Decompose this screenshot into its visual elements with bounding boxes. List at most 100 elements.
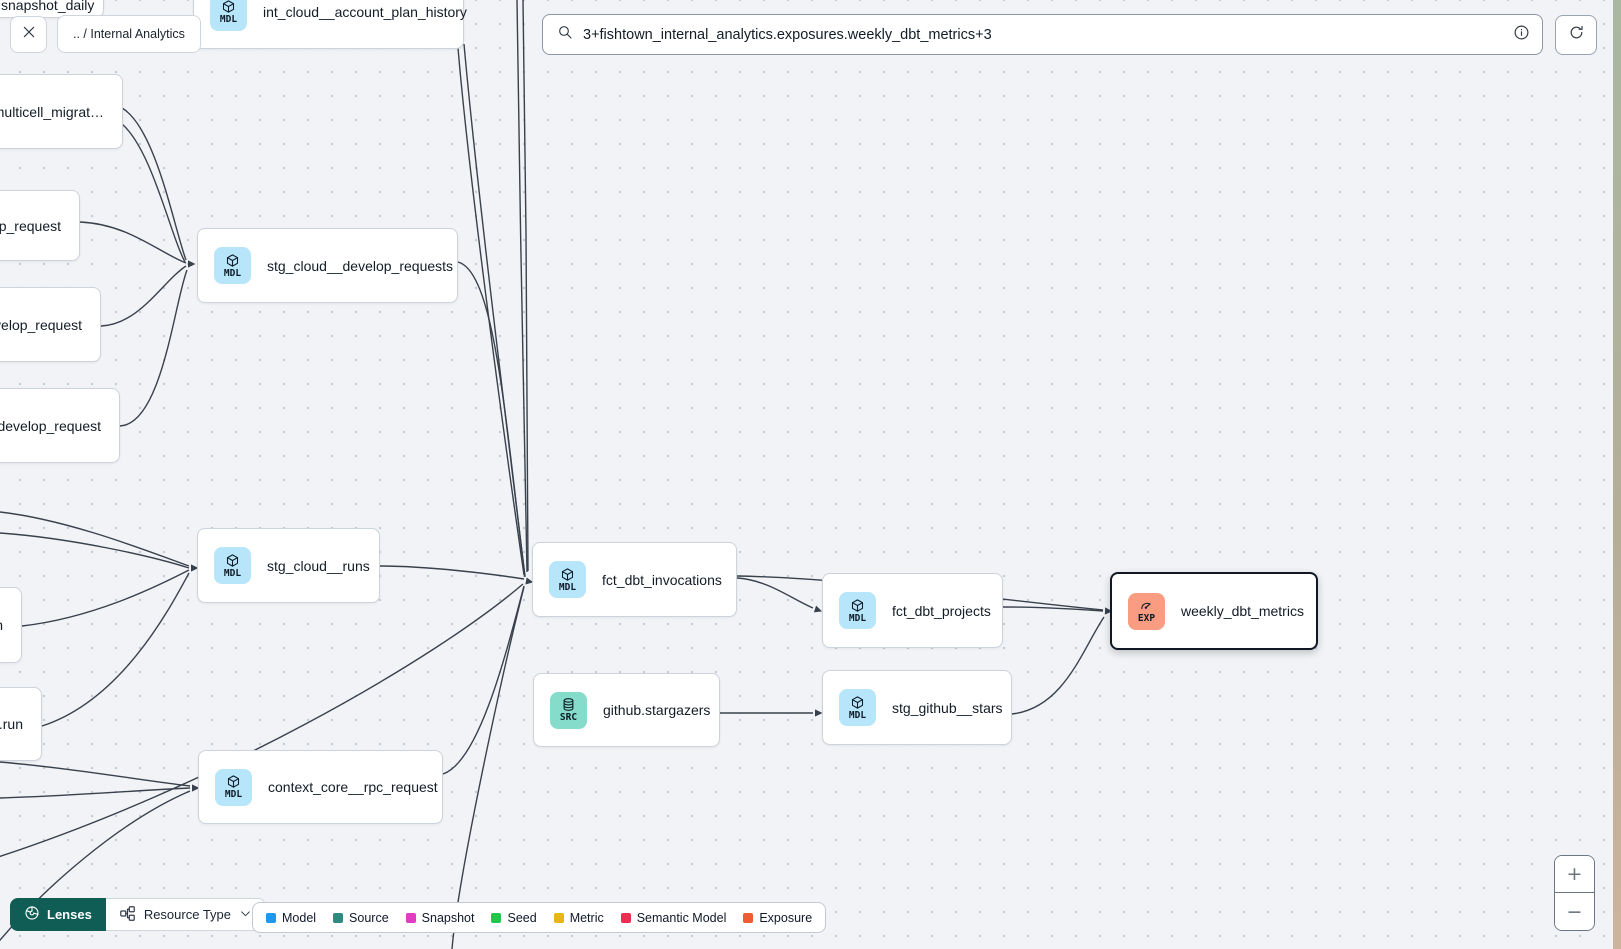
node-label: github.stargazers <box>603 702 711 718</box>
close-icon <box>21 24 37 45</box>
zoom-out-button[interactable]: − <box>1555 893 1594 930</box>
node-label: multicell_migrat… <box>0 103 104 120</box>
resource-type-button[interactable]: Resource Type <box>105 898 267 931</box>
graph-node-op_request[interactable]: op_request <box>0 190 80 261</box>
schema-icon <box>119 905 136 925</box>
search-input[interactable] <box>583 26 1503 43</box>
refresh-icon <box>1568 24 1585 46</box>
lineage-edge <box>457 261 526 577</box>
chevron-down-icon <box>239 907 252 923</box>
graph-node-velop_request[interactable]: velop_request <box>0 287 101 362</box>
lineage-edge <box>0 787 191 799</box>
lineage-edge <box>442 585 525 775</box>
legend-label: Metric <box>569 910 604 925</box>
graph-node-stg_github__stars[interactable]: MDL stg_github__stars <box>822 670 1012 745</box>
node-label: n <box>0 617 3 633</box>
graph-node-develop_request[interactable]: .develop_request <box>0 388 120 463</box>
legend-label: Seed <box>507 910 537 925</box>
node-badge-mdl: MDL <box>839 592 876 629</box>
legend-item-model: Model <box>266 911 316 925</box>
node-badge-mdl: MDL <box>839 689 876 726</box>
lineage-edge <box>522 0 529 572</box>
close-button[interactable] <box>10 16 47 53</box>
cube-icon <box>221 0 236 14</box>
lineage-edge <box>100 265 187 327</box>
lens-icon <box>24 905 40 924</box>
node-badge-label: SRC <box>559 712 578 724</box>
node-badge-mdl: MDL <box>210 0 247 31</box>
node-badge-label: MDL <box>848 612 867 624</box>
cube-icon <box>560 567 575 582</box>
legend-label: Source <box>349 910 389 925</box>
lineage-edge <box>736 577 814 609</box>
cube-icon <box>225 253 240 268</box>
legend-swatch <box>491 912 502 923</box>
lenses-button[interactable]: Lenses <box>10 898 106 931</box>
graph-node-n_cut[interactable]: n <box>0 587 22 663</box>
legend-swatch <box>553 912 564 923</box>
node-label: snapshot_daily <box>1 0 95 13</box>
refresh-button[interactable] <box>1555 15 1597 55</box>
node-label: stg_github__stars <box>892 699 1003 716</box>
lineage-edge <box>379 565 525 580</box>
lineage-edge <box>457 47 525 576</box>
edge-arrowhead <box>188 260 196 268</box>
node-badge-label: MDL <box>219 14 238 26</box>
legend-swatch <box>266 912 276 923</box>
graph-node-snapshot_daily[interactable]: snapshot_daily <box>0 0 104 18</box>
node-label: .develop_request <box>0 417 101 434</box>
legend-item-seed: Seed <box>491 910 537 925</box>
lineage-edge <box>1002 606 1104 612</box>
lineage-edge <box>516 0 528 573</box>
graph-node-int_cloud__account_plan_history[interactable]: MDL int_cloud__account_plan_history <box>193 0 467 49</box>
lineage-edge <box>121 123 186 263</box>
cube-icon <box>850 598 865 613</box>
zoom-controls: + − <box>1554 855 1595 931</box>
lineage-edge <box>121 107 187 261</box>
footer-controls: Lenses Resource Type <box>10 898 267 931</box>
legend-item-snapshot: Snapshot <box>405 911 474 925</box>
node-label: fct_dbt_invocations <box>602 571 722 588</box>
legend-swatch <box>333 912 344 923</box>
graph-node-multicell_migrat[interactable]: multicell_migrat… <box>0 74 123 149</box>
resource-type-legend: Model Source Snapshot Seed Metric Semantic Mo… <box>252 902 827 933</box>
lineage-edge <box>79 221 187 264</box>
lineage-edge <box>1011 616 1105 715</box>
lineage-edge <box>463 43 526 578</box>
node-label: int_cloud__account_plan_history <box>263 4 467 20</box>
cube-icon <box>850 695 865 710</box>
node-badge-mdl: MDL <box>215 768 252 806</box>
node-badge-label: EXP <box>1137 613 1156 625</box>
node-badge-label: MDL <box>848 709 867 721</box>
graph-node-fct_dbt_invocations[interactable]: MDL fct_dbt_invocations <box>532 542 737 617</box>
lenses-label: Lenses <box>47 907 92 922</box>
legend-item-semantic-model: Semantic Model <box>620 910 727 925</box>
legend-swatch <box>405 912 416 923</box>
legend-item-metric: Metric <box>553 910 604 925</box>
info-icon[interactable] <box>1513 24 1530 46</box>
node-badge-label: MDL <box>558 581 577 593</box>
breadcrumb-label: .. / Internal Analytics <box>73 27 185 41</box>
resource-type-label: Resource Type <box>143 907 232 922</box>
zoom-in-button[interactable]: + <box>1555 856 1594 893</box>
graph-node-weekly_dbt_metrics[interactable]: EXP weekly_dbt_metrics <box>1110 572 1318 650</box>
legend-label: Semantic Model <box>636 910 727 925</box>
node-label: weekly_dbt_metrics <box>1181 603 1304 619</box>
gauge-icon <box>1139 598 1154 613</box>
legend-label: Exposure <box>759 910 813 925</box>
node-label: stg_cloud__develop_requests <box>267 257 454 274</box>
lineage-edge <box>21 569 190 627</box>
legend-item-exposure: Exposure <box>743 911 812 925</box>
graph-node-github.stargazers[interactable]: SRC github.stargazers <box>533 673 720 747</box>
lineage-edge <box>451 586 525 949</box>
node-badge-mdl: MDL <box>214 547 251 584</box>
search-icon <box>557 24 573 45</box>
breadcrumb[interactable]: .. / Internal Analytics <box>57 15 201 53</box>
legend-swatch <box>743 912 754 923</box>
graph-node-run_cut[interactable]: .run <box>0 687 42 761</box>
